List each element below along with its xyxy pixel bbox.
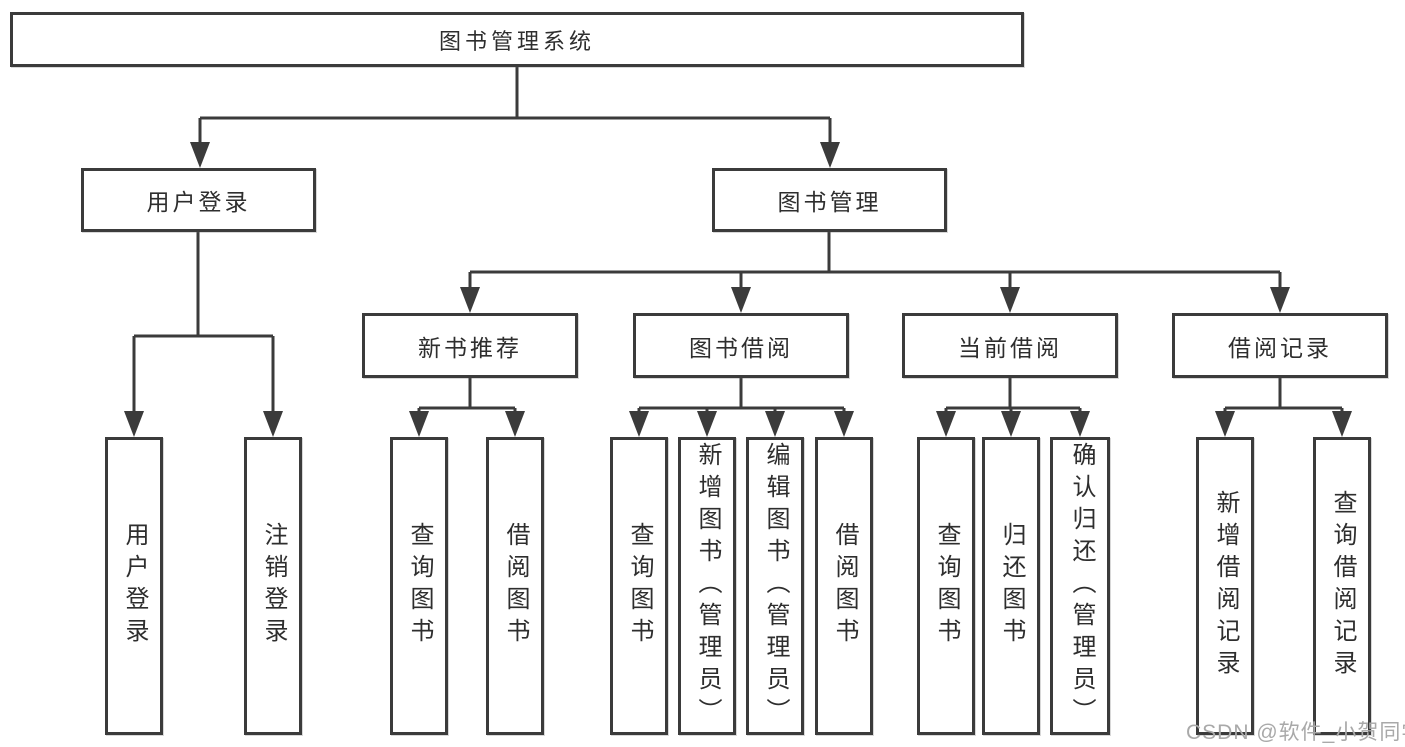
node-leaf-add-book-admin: 新增图书（管理员） [678,437,736,735]
node-book-management: 图书管理 [712,168,947,232]
node-leaf-borrow-book-recommend: 借阅图书 [486,437,544,735]
node-current-borrow: 当前借阅 [902,313,1118,378]
node-borrow-records: 借阅记录 [1172,313,1388,378]
node-leaf-query-book-borrow: 查询图书 [610,437,668,735]
node-leaf-query-book-current: 查询图书 [917,437,975,735]
node-leaf-add-borrow-record: 新增借阅记录 [1196,437,1254,735]
node-leaf-edit-book-admin: 编辑图书（管理员） [746,437,804,735]
node-book-borrow: 图书借阅 [633,313,849,378]
node-leaf-logout: 注销登录 [244,437,302,735]
csdn-watermark: CSDN @软件_小贺同学 [1186,721,1405,744]
node-root-system: 图书管理系统 [10,12,1024,67]
node-leaf-borrow-book: 借阅图书 [815,437,873,735]
node-leaf-confirm-return-admin: 确认归还（管理员） [1050,437,1110,735]
node-leaf-user-login: 用户登录 [105,437,163,735]
node-new-book-recommend: 新书推荐 [362,313,578,378]
node-leaf-return-book: 归还图书 [982,437,1040,735]
node-leaf-query-borrow-record: 查询借阅记录 [1313,437,1371,735]
node-leaf-query-book-recommend: 查询图书 [390,437,448,735]
node-user-login: 用户登录 [81,168,316,232]
